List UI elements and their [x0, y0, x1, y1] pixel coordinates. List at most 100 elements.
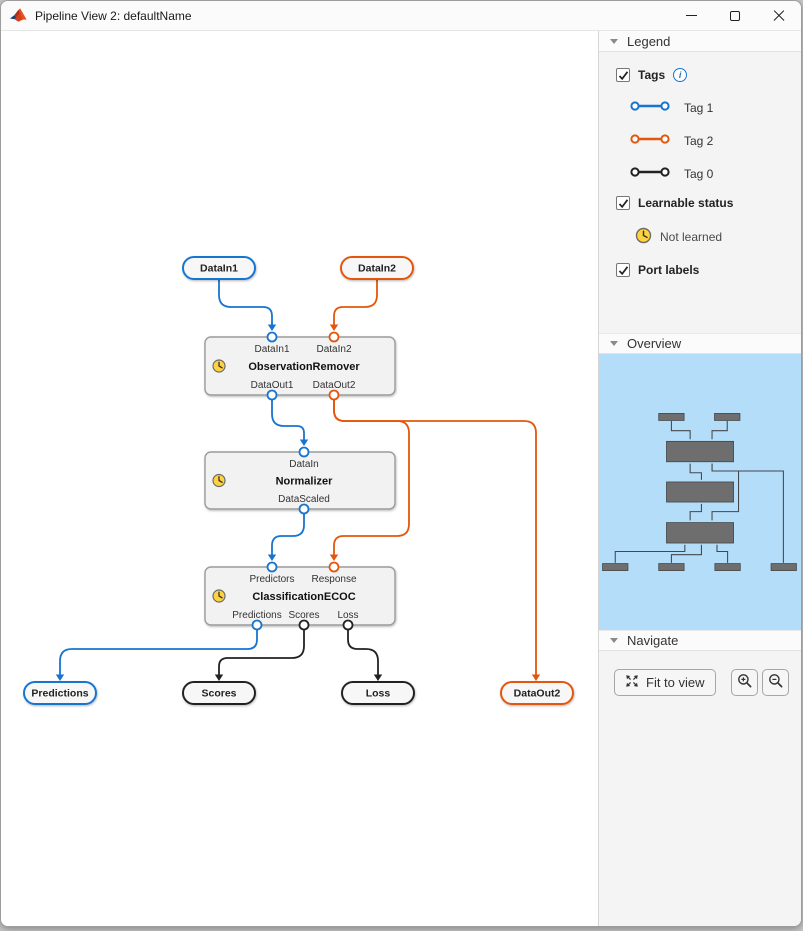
not-learned-row: Not learned — [635, 227, 801, 247]
minimap-node-Loss — [714, 563, 741, 571]
node-Loss[interactable]: Loss — [341, 681, 415, 705]
window-title: Pipeline View 2: defaultName — [35, 8, 192, 23]
tag1-line-sample-icon — [630, 100, 670, 115]
minimap-edge — [711, 463, 784, 563]
minimap-edge — [689, 463, 702, 480]
navigate-header-label: Navigate — [627, 633, 679, 648]
svg-text:Normalizer: Normalizer — [276, 476, 334, 488]
minimap-node-DataIn2 — [714, 413, 741, 421]
svg-text:DataIn: DataIn — [289, 459, 318, 470]
legend-header-label: Legend — [627, 33, 671, 49]
overview-minimap[interactable] — [599, 354, 801, 630]
node-DataOut2[interactable]: DataOut2 — [500, 681, 574, 705]
minimap-edge — [689, 503, 702, 521]
minimap-edge — [614, 544, 686, 563]
svg-text:DataIn2: DataIn2 — [316, 344, 351, 355]
svg-text:DataOut1: DataOut1 — [251, 380, 294, 391]
port-Normalizer-DataIn[interactable] — [298, 446, 310, 458]
edge-arrow-icon — [329, 324, 339, 331]
port-ObservationRemover-DataIn1[interactable] — [266, 331, 278, 343]
legend-content: Tags i Tag 1 Tag 2 Tag 0 — [599, 52, 801, 333]
fit-to-view-label: Fit to view — [646, 675, 705, 690]
minimap-edge — [711, 420, 728, 440]
port-ClassificationECOC-Loss[interactable] — [342, 619, 354, 631]
port-labels-checkbox[interactable] — [616, 263, 630, 277]
svg-text:ClassificationECOC: ClassificationECOC — [252, 591, 355, 603]
sidebar-filler — [599, 696, 801, 926]
port-ClassificationECOC-Predictors[interactable] — [266, 561, 278, 573]
block-ObservationRemover[interactable]: ObservationRemover DataIn1 DataIn2DataOut1… — [204, 331, 396, 401]
port-ObservationRemover-DataOut2[interactable] — [328, 389, 340, 401]
sidebar: Legend Tags i Tag 1 — [599, 31, 801, 926]
collapse-chevron-icon — [610, 638, 618, 643]
port-ClassificationECOC-Scores[interactable] — [298, 619, 310, 631]
edge-arrow-icon — [55, 674, 65, 681]
edge-Normalizer.DataScaled-to-ClassificationECOC.Predictors[interactable] — [271, 514, 305, 555]
collapse-chevron-icon — [610, 38, 618, 44]
clock-not-learned-icon — [635, 227, 652, 247]
port-ObservationRemover-DataOut1[interactable] — [266, 389, 278, 401]
svg-text:DataIn1: DataIn1 — [254, 344, 289, 355]
info-icon[interactable]: i — [673, 68, 688, 82]
zoom-out-button[interactable] — [762, 669, 789, 696]
zoom-out-icon — [768, 673, 784, 692]
minimap-node-Predictions — [602, 563, 629, 571]
clock-not-learned-icon — [212, 359, 226, 373]
svg-text:Response: Response — [311, 574, 356, 585]
maximize-button[interactable] — [713, 1, 757, 30]
edge-arrow-icon — [329, 554, 339, 561]
edge-DataIn2-to-ObservationRemover.DataIn2[interactable] — [333, 279, 378, 325]
edge-DataIn1-to-ObservationRemover.DataIn1[interactable] — [218, 279, 273, 325]
svg-text:ObservationRemover: ObservationRemover — [248, 361, 360, 373]
minimap-node-DataOut2 — [770, 563, 797, 571]
close-button[interactable] — [757, 1, 801, 30]
fit-to-view-button[interactable]: Fit to view — [614, 669, 716, 696]
minimap-node-Scores — [658, 563, 685, 571]
overview-section-header[interactable]: Overview — [599, 333, 801, 354]
svg-text:DataOut2: DataOut2 — [514, 688, 561, 700]
svg-text:DataScaled: DataScaled — [278, 494, 330, 505]
tag0-label: Tag 0 — [684, 166, 714, 181]
collapse-chevron-icon — [610, 341, 618, 346]
edge-ClassificationECOC.Loss-to-Loss[interactable] — [347, 630, 379, 675]
svg-text:Predictions: Predictions — [31, 688, 88, 700]
edge-arrow-icon — [373, 674, 383, 681]
port-Normalizer-DataScaled[interactable] — [298, 503, 310, 515]
svg-text:Loss: Loss — [366, 688, 391, 700]
edge-ObservationRemover.DataOut2-to-DataOut2[interactable] — [333, 400, 537, 675]
zoom-buttons — [731, 669, 789, 696]
port-ClassificationECOC-Predictions[interactable] — [251, 619, 263, 631]
svg-text:Scores: Scores — [201, 688, 236, 700]
tag2-label: Tag 2 — [684, 133, 714, 148]
edge-ClassificationECOC.Predictions-to-Predictions[interactable] — [59, 630, 258, 675]
legend-tag1-row: Tag 1 — [630, 100, 801, 115]
close-icon — [773, 10, 785, 22]
tag1-label: Tag 1 — [684, 100, 714, 115]
node-DataIn1[interactable]: DataIn1 — [182, 256, 256, 280]
edge-ObservationRemover.DataOut1-to-Normalizer.DataIn[interactable] — [271, 400, 305, 440]
node-DataIn2[interactable]: DataIn2 — [340, 256, 414, 280]
tag0-line-sample-icon — [630, 166, 670, 181]
navigate-section-header[interactable]: Navigate — [599, 630, 801, 651]
maximize-icon — [730, 10, 740, 21]
clock-not-learned-icon — [212, 473, 226, 488]
port-ObservationRemover-DataIn2[interactable] — [328, 331, 340, 343]
edge-ClassificationECOC.Scores-to-Scores[interactable] — [218, 630, 305, 675]
port-ClassificationECOC-Response[interactable] — [328, 561, 340, 573]
svg-text:Predictions: Predictions — [232, 610, 281, 621]
minimize-button[interactable] — [669, 1, 713, 30]
learnable-status-checkbox[interactable] — [616, 196, 630, 210]
node-Predictions[interactable]: Predictions — [23, 681, 97, 705]
minimap-node-DataIn1 — [658, 413, 685, 421]
minimap-block-ClassificationECOC — [666, 522, 734, 544]
svg-text:DataOut2: DataOut2 — [313, 380, 356, 391]
tags-checkbox[interactable] — [616, 68, 630, 82]
legend-section-header[interactable]: Legend — [599, 31, 801, 52]
zoom-in-button[interactable] — [731, 669, 758, 696]
node-Scores[interactable]: Scores — [182, 681, 256, 705]
edge-arrow-icon — [267, 324, 277, 331]
